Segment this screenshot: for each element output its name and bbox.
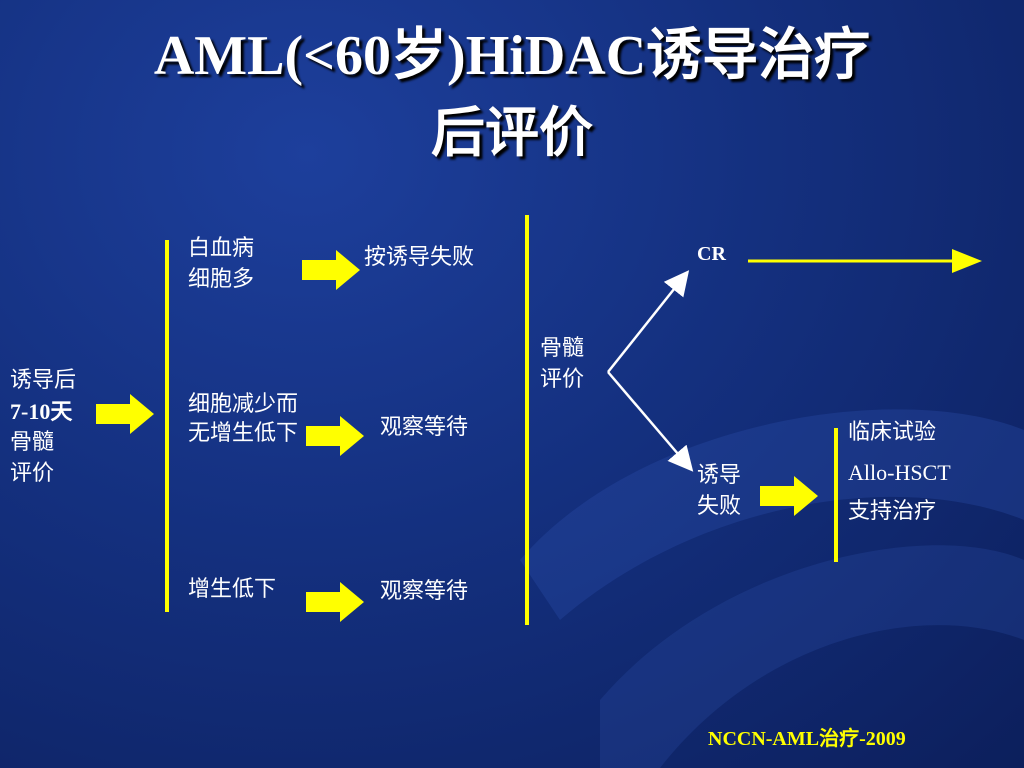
- branch-1-outcome: 按诱导失败: [364, 245, 475, 270]
- start-label-line1: 诱导后: [10, 368, 77, 393]
- option-clinical-trial: 临床试验: [848, 420, 937, 445]
- start-label-line2: 7-10天: [10, 399, 73, 424]
- cr-label: CR: [697, 243, 726, 265]
- marrow-eval-line1: 骨髓: [540, 336, 585, 361]
- branch-2-condition-line2: 无增生低下: [188, 421, 299, 446]
- right-arrow-icon: [306, 416, 364, 456]
- right-arrow-icon: [760, 476, 818, 516]
- branch-1-condition-line1: 白血病: [188, 236, 255, 261]
- options-bracket-bar: [834, 428, 838, 562]
- source-footer: NCCN-AML治疗-2009: [708, 728, 906, 750]
- slide-title-line2: 后评价: [431, 101, 593, 164]
- branch-2-outcome: 观察等待: [380, 415, 469, 440]
- right-arrow-icon: [306, 582, 364, 622]
- start-label-line4: 评价: [10, 461, 55, 486]
- start-label-line3: 骨髓: [10, 430, 55, 455]
- option-allo-hsct: Allo-HSCT: [848, 460, 951, 485]
- slide-title: AML(<60岁)HiDAC诱导治疗: [153, 25, 871, 87]
- branch-bracket-bar: [165, 240, 169, 612]
- marrow-eval-line2: 评价: [540, 367, 585, 392]
- failure-label-line2: 失败: [697, 494, 742, 519]
- outcome-bracket-bar: [525, 215, 529, 625]
- branch-2-condition-line1: 细胞减少而: [188, 392, 299, 417]
- branch-3-outcome: 观察等待: [380, 579, 469, 604]
- branch-1-condition-line2: 细胞多: [188, 267, 255, 292]
- option-supportive-care: 支持治疗: [848, 499, 937, 524]
- right-arrow-icon: [96, 394, 154, 434]
- failure-label-line1: 诱导: [697, 463, 742, 488]
- right-arrow-icon: [302, 250, 360, 290]
- branch-3-condition: 增生低下: [188, 577, 277, 602]
